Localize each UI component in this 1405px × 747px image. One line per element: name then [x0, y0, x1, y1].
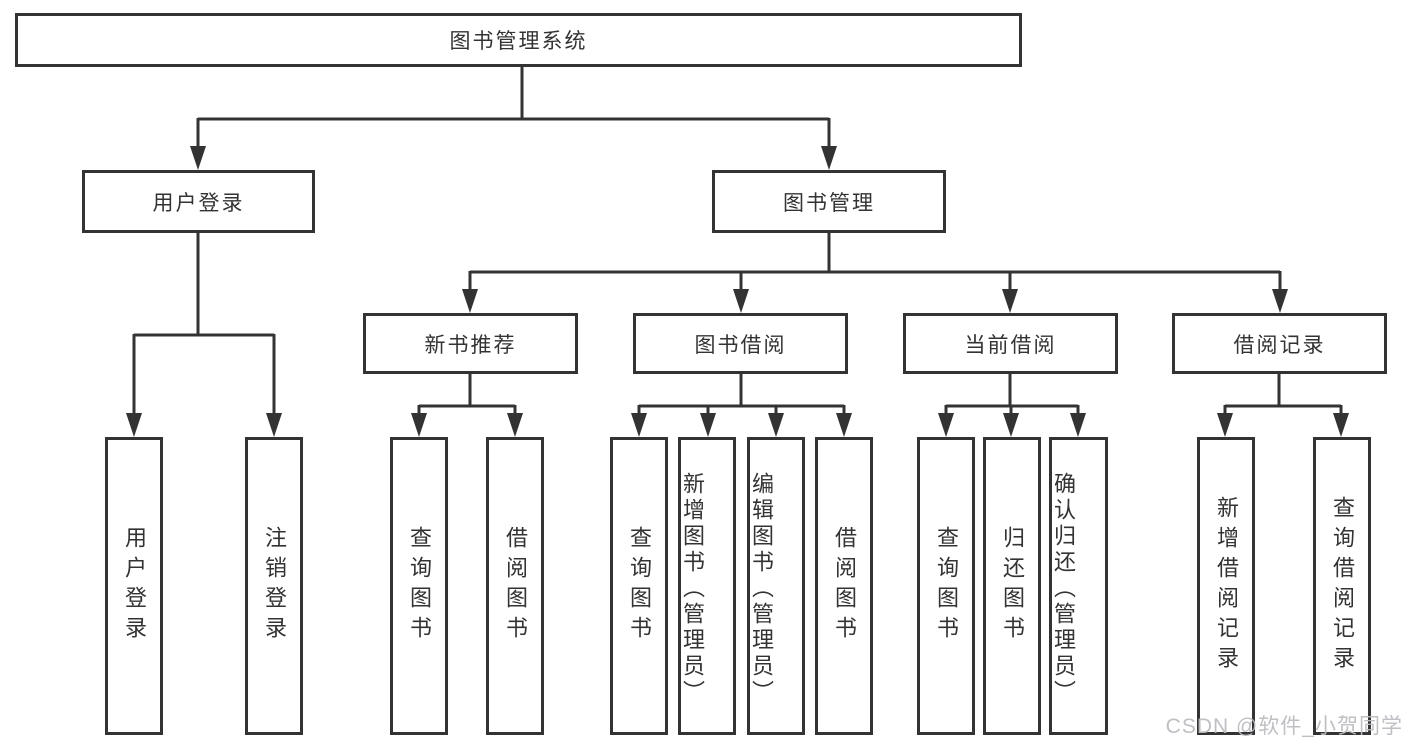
node-user-login-label: 用户登录	[152, 191, 245, 215]
leaf-confirm-return-admin: 确认归还（管理员）	[1049, 437, 1108, 735]
leaf-borrow-books-recommend-label: 借阅图书	[503, 526, 528, 646]
leaf-query-books-recommend: 查询图书	[390, 437, 448, 735]
leaf-user-login: 用户登录	[105, 437, 163, 735]
leaf-borrow-books-borrowing-label: 借阅图书	[832, 526, 857, 646]
leaf-return-books: 归还图书	[983, 437, 1041, 735]
node-library-system: 图书管理系统	[15, 13, 1022, 67]
leaf-confirm-return-admin-label: 确认归还（管理员）	[1051, 472, 1076, 706]
node-book-borrowing-label: 图书借阅	[694, 333, 787, 357]
leaf-user-login-label: 用户登录	[122, 526, 147, 646]
node-library-system-label: 图书管理系统	[449, 30, 588, 53]
leaf-add-borrow-record: 新增借阅记录	[1197, 437, 1255, 735]
leaf-edit-books-admin: 编辑图书（管理员）	[747, 437, 805, 735]
leaf-add-borrow-record-label: 新增借阅记录	[1214, 496, 1239, 676]
node-borrowing-records-label: 借阅记录	[1233, 333, 1326, 357]
node-borrowing-records: 借阅记录	[1172, 313, 1387, 374]
leaf-query-books-borrowing: 查询图书	[610, 437, 668, 735]
node-user-login: 用户登录	[82, 170, 315, 233]
leaf-query-books-current-label: 查询图书	[934, 526, 959, 646]
leaf-add-books-admin-label: 新增图书（管理员）	[680, 472, 705, 706]
leaf-logout: 注销登录	[245, 437, 303, 735]
leaf-logout-label: 注销登录	[262, 526, 287, 646]
node-book-borrowing: 图书借阅	[633, 313, 848, 374]
node-book-management-label: 图书管理	[783, 191, 875, 215]
leaf-query-borrow-record: 查询借阅记录	[1313, 437, 1371, 735]
leaf-query-books-current: 查询图书	[917, 437, 975, 735]
node-current-borrowing: 当前借阅	[903, 313, 1118, 374]
watermark: CSDN @软件_小贺同学	[1165, 715, 1403, 738]
leaf-return-books-label: 归还图书	[1000, 526, 1025, 646]
leaf-query-books-borrowing-label: 查询图书	[627, 526, 652, 646]
node-new-book-recommend-label: 新书推荐	[424, 333, 517, 357]
arrowhead-icons	[126, 146, 1349, 437]
leaf-query-books-recommend-label: 查询图书	[407, 526, 432, 646]
leaf-borrow-books-recommend: 借阅图书	[486, 437, 544, 735]
leaf-borrow-books-borrowing: 借阅图书	[815, 437, 873, 735]
leaf-add-books-admin: 新增图书（管理员）	[678, 437, 736, 735]
node-new-book-recommend: 新书推荐	[363, 313, 578, 374]
node-book-management: 图书管理	[712, 170, 946, 233]
node-current-borrowing-label: 当前借阅	[964, 333, 1057, 357]
leaf-edit-books-admin-label: 编辑图书（管理员）	[749, 472, 774, 706]
leaf-query-borrow-record-label: 查询借阅记录	[1330, 496, 1355, 676]
